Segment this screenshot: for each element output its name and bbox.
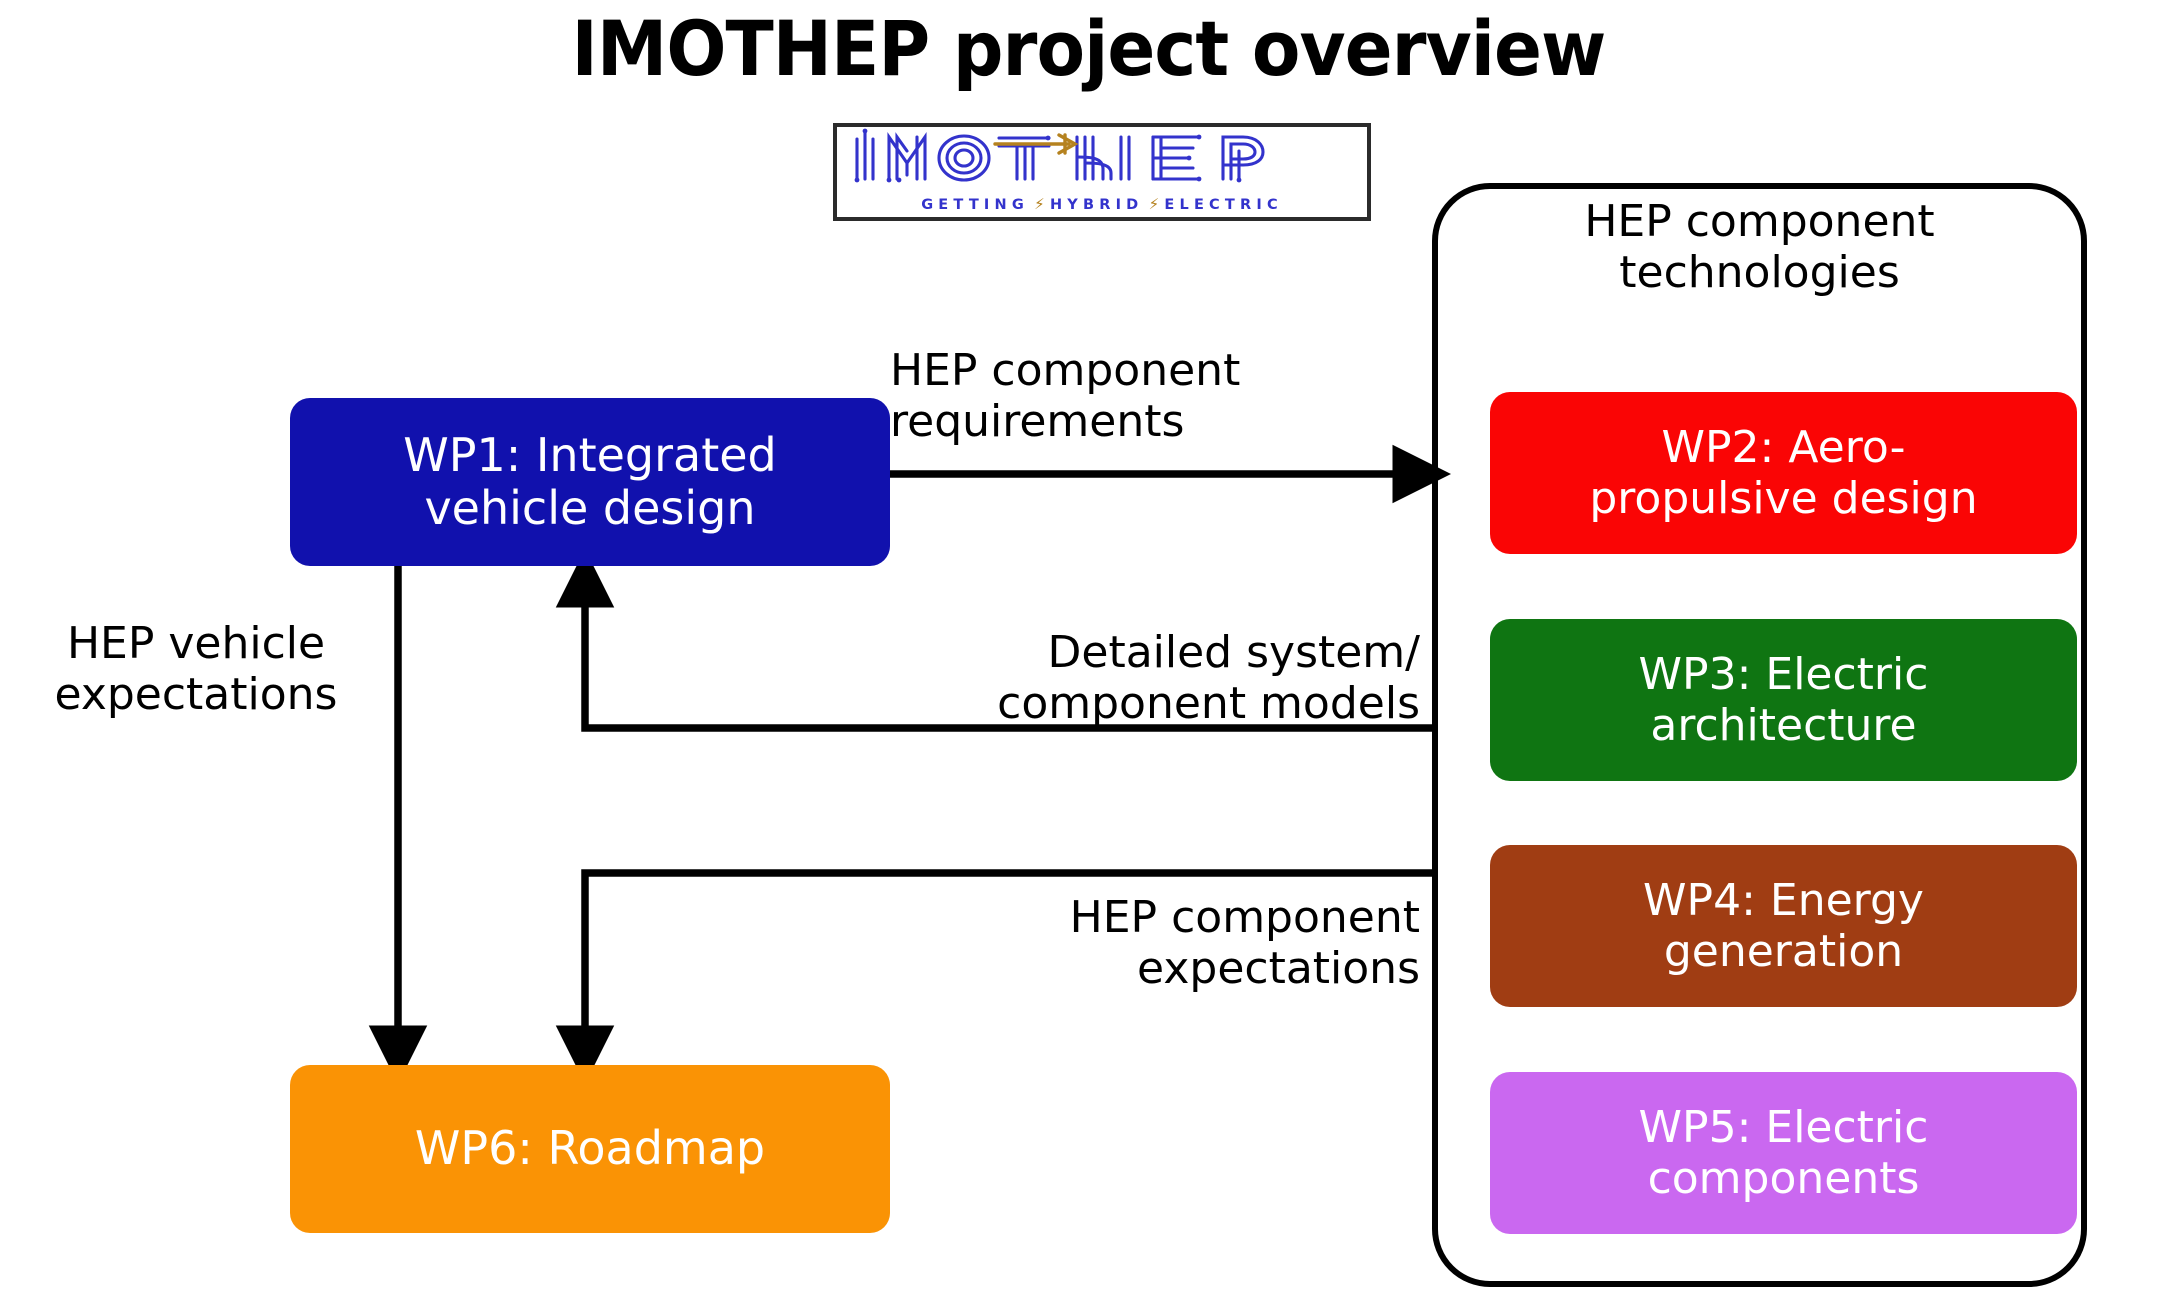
label-exp-line-2: expectations	[1137, 943, 1420, 995]
wp2-label-line-2: propulsive design	[1589, 473, 1978, 524]
wp3-label-line-2: architecture	[1650, 700, 1917, 751]
tagline-word-hybrid: HYBRID	[1049, 197, 1144, 213]
wire-detailed-system-component-models	[555, 548, 1432, 732]
tagline-word-getting: GETTING	[921, 197, 1029, 213]
wp4-label-line-2: generation	[1663, 926, 1904, 977]
airplane-icon	[993, 133, 1079, 155]
wp3-label-line-1: WP3: Electric	[1638, 648, 1929, 700]
wp4-label-line-1: WP4: Energy	[1643, 874, 1924, 926]
label-veh-line-1: HEP vehicle	[66, 618, 326, 669]
wp1-label-line-2: vehicle design	[424, 481, 756, 535]
wp4-energy-generation-box[interactable]: WP4: Energy generation	[1490, 845, 2077, 1007]
label-hep-component-expectations: HEP component expectations	[890, 892, 1420, 994]
label-detailed-system-component-models: Detailed system/ component models	[880, 627, 1420, 729]
wp5-label-line-1: WP5: Electric	[1638, 1101, 1929, 1153]
label-det-line-2: component models	[997, 678, 1420, 730]
page-title: IMOTHEP project overview	[571, 4, 1607, 93]
wp6-roadmap-box[interactable]: WP6: Roadmap	[290, 1065, 890, 1233]
label-hep-component-requirements: HEP component requirements	[890, 345, 1420, 447]
lightning-bolt-icon-2: ⚡	[1143, 195, 1165, 213]
wp1-label-line-1: WP1: Integrated	[403, 427, 777, 482]
label-req-line-1: HEP component	[890, 345, 1241, 396]
wp2-label-line-1: WP2: Aero-	[1661, 421, 1906, 473]
imothep-logo-tagline: GETTING ⚡ HYBRID ⚡ ELECTRIC	[837, 195, 1367, 213]
lightning-bolt-icon: ⚡	[1028, 195, 1050, 213]
wp1-integrated-vehicle-design-box[interactable]: WP1: Integrated vehicle design	[290, 398, 890, 566]
label-hep-vehicle-expectations: HEP vehicle expectations	[12, 618, 380, 720]
hep-title-line-2: technologies	[1619, 247, 1900, 299]
wp5-electric-components-box[interactable]: WP5: Electric components	[1490, 1072, 2077, 1234]
hep-component-technologies-title: HEP component technologies	[1452, 196, 2067, 298]
imothep-logo: GETTING ⚡ HYBRID ⚡ ELECTRIC	[833, 123, 1371, 221]
wire-hep-component-expectations	[555, 869, 1432, 1085]
label-veh-line-2: expectations	[54, 669, 338, 721]
label-req-line-2: requirements	[890, 396, 1185, 448]
wp6-label-line-1: WP6: Roadmap	[414, 1121, 766, 1176]
wp5-label-line-2: components	[1647, 1153, 1920, 1204]
hep-component-technologies-container	[1432, 183, 2087, 1287]
tagline-word-electric: ELECTRIC	[1164, 197, 1283, 213]
imothep-wordmark-icon	[854, 128, 1265, 183]
label-exp-line-1: HEP component	[1069, 892, 1420, 943]
wp3-electric-architecture-box[interactable]: WP3: Electric architecture	[1490, 619, 2077, 781]
wp2-aero-propulsive-design-box[interactable]: WP2: Aero- propulsive design	[1490, 392, 2077, 554]
label-det-line-1: Detailed system/	[1047, 627, 1421, 678]
hep-title-line-1: HEP component	[1584, 196, 1935, 247]
